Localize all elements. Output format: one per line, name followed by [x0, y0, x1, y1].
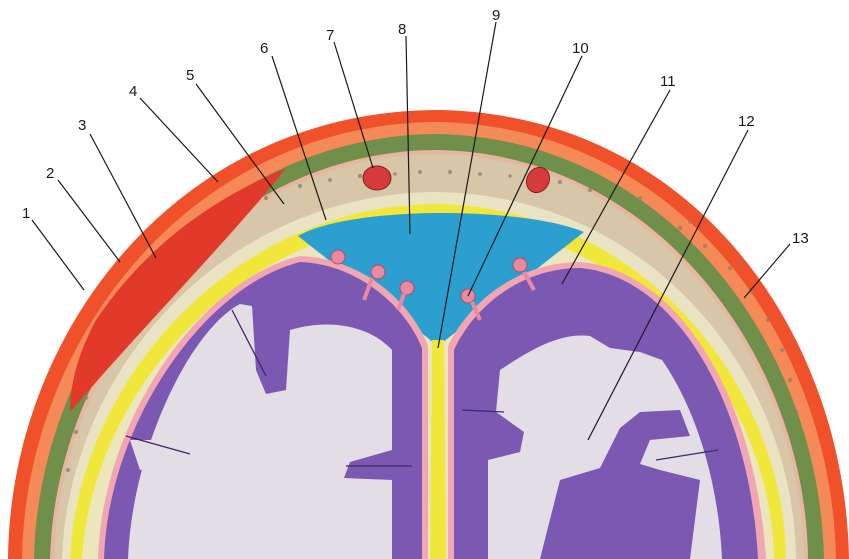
label-6: 6 [260, 40, 268, 57]
diploic-vessel-left [363, 166, 391, 190]
label-3: 3 [78, 117, 86, 134]
label-11: 11 [660, 73, 676, 90]
label-12: 12 [738, 113, 755, 130]
falx-cerebri [430, 340, 446, 559]
label-9: 9 [492, 7, 500, 24]
label-7: 7 [326, 27, 334, 44]
label-13: 13 [792, 230, 809, 247]
label-10: 10 [572, 40, 589, 57]
label-8: 8 [398, 21, 406, 38]
label-4: 4 [129, 83, 137, 100]
label-2: 2 [46, 165, 54, 182]
label-5: 5 [186, 67, 194, 84]
label-1: 1 [22, 205, 30, 222]
